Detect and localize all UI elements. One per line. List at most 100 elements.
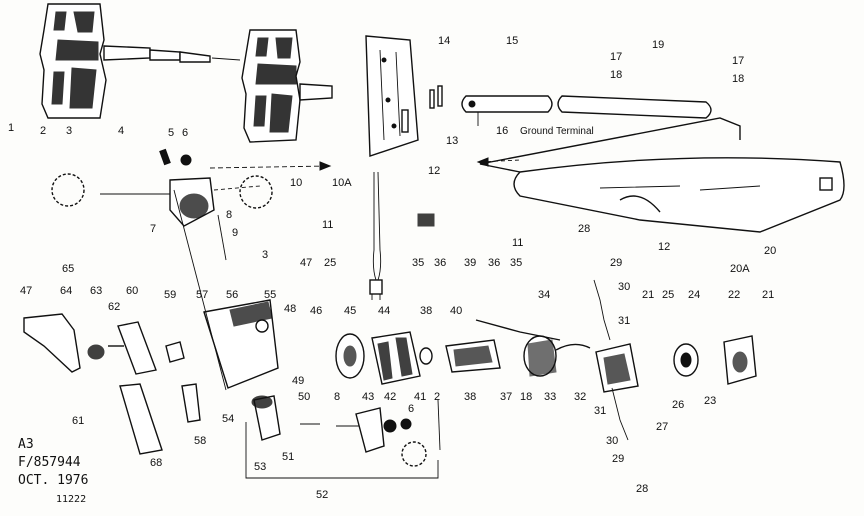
callout: 51 [282, 451, 294, 463]
callout: 36 [434, 257, 446, 269]
callout-labels: 1 2 3 4 5 6 10 10A 14 15 17 18 19 17 18 … [8, 35, 776, 501]
callout: 50 [298, 391, 310, 403]
ground-terminal-label: Ground Terminal [520, 126, 594, 137]
callout: 65 [62, 263, 74, 275]
callout: 44 [378, 305, 390, 317]
callout: 10A [332, 177, 352, 189]
callout: 12 [428, 165, 440, 177]
callout: 18 [732, 73, 744, 85]
callout: 17 [610, 51, 622, 63]
callout: 34 [538, 289, 550, 301]
callout: 29 [610, 257, 622, 269]
callout: 27 [656, 421, 668, 433]
callout: 20 [764, 245, 776, 257]
callout: 41 [414, 391, 426, 403]
callout: 42 [384, 391, 396, 403]
callout: 6 [182, 127, 188, 139]
callout: 62 [108, 301, 120, 313]
callout: 21 [642, 289, 654, 301]
doc-footer: 11222 [56, 494, 86, 505]
callout: 6 [408, 403, 414, 415]
callout: 18 [610, 69, 622, 81]
doc-code: A3 [18, 437, 34, 452]
callout: 3 [262, 249, 268, 261]
callout: 45 [344, 305, 356, 317]
callout: 30 [618, 281, 630, 293]
switch-handle-cluster [23, 189, 441, 479]
callout: 13 [446, 135, 458, 147]
power-cord [369, 171, 435, 300]
chuck-assembly [51, 148, 332, 261]
callout: 54 [222, 413, 234, 425]
callout: 36 [488, 257, 500, 269]
callout: 2 [434, 391, 440, 403]
callout: 31 [594, 405, 606, 417]
callout: 1 [8, 122, 14, 134]
callout: 60 [126, 285, 138, 297]
callout: 52 [316, 489, 328, 501]
callout: 12 [658, 241, 670, 253]
callout: 16 [496, 125, 508, 137]
doc-date: OCT. 1976 [18, 473, 88, 488]
callout: 68 [150, 457, 162, 469]
callout: 37 [500, 391, 512, 403]
callout: 24 [688, 289, 700, 301]
callout: 48 [284, 303, 296, 315]
callout: 26 [672, 399, 684, 411]
callout: 7 [150, 223, 156, 235]
callout: 25 [324, 257, 336, 269]
callout: 20A [730, 263, 750, 275]
arrow-head [476, 157, 489, 167]
callout: 22 [728, 289, 740, 301]
callout: 56 [226, 289, 238, 301]
callout: 14 [438, 35, 450, 47]
callout: 3 [66, 125, 72, 137]
callout: 28 [578, 223, 590, 235]
callout: 47 [20, 285, 32, 297]
callout: 46 [310, 305, 322, 317]
callout: 35 [510, 257, 522, 269]
callout: 9 [232, 227, 238, 239]
callout: 59 [164, 289, 176, 301]
callout: 38 [420, 305, 432, 317]
callout: 39 [464, 257, 476, 269]
callout: 33 [544, 391, 556, 403]
callout: 55 [264, 289, 276, 301]
callout: 23 [704, 395, 716, 407]
callout: 58 [194, 435, 206, 447]
callout: 35 [412, 257, 424, 269]
callout: 61 [72, 415, 84, 427]
switch-plate [365, 35, 443, 157]
callout: 43 [362, 391, 374, 403]
doc-part-ref: F/857944 [18, 455, 81, 470]
callout: 21 [762, 289, 774, 301]
callout: 11 [512, 237, 523, 249]
ground-terminal-bar [461, 95, 712, 126]
callout: 63 [90, 285, 102, 297]
callout: 31 [618, 315, 630, 327]
callout: 2 [40, 125, 46, 137]
motor-housing-20A [479, 117, 845, 233]
callout: 40 [450, 305, 462, 317]
callout: 28 [636, 483, 648, 495]
handle-part-1 [39, 3, 241, 119]
callout: 17 [732, 55, 744, 67]
gear-housing [593, 279, 757, 441]
callout: 38 [464, 391, 476, 403]
callout: 64 [60, 285, 72, 297]
callout: 53 [254, 461, 266, 473]
callout: 29 [612, 453, 624, 465]
callout: 10 [290, 177, 302, 189]
callout: 11 [322, 219, 333, 231]
callout: 25 [662, 289, 674, 301]
callout: 4 [118, 125, 124, 137]
callout: 47 [300, 257, 312, 269]
callout: 57 [196, 289, 208, 301]
callout: 8 [226, 209, 232, 221]
callout: 30 [606, 435, 618, 447]
callout: 32 [574, 391, 586, 403]
callout: 18 [520, 391, 532, 403]
callout: 5 [168, 127, 174, 139]
